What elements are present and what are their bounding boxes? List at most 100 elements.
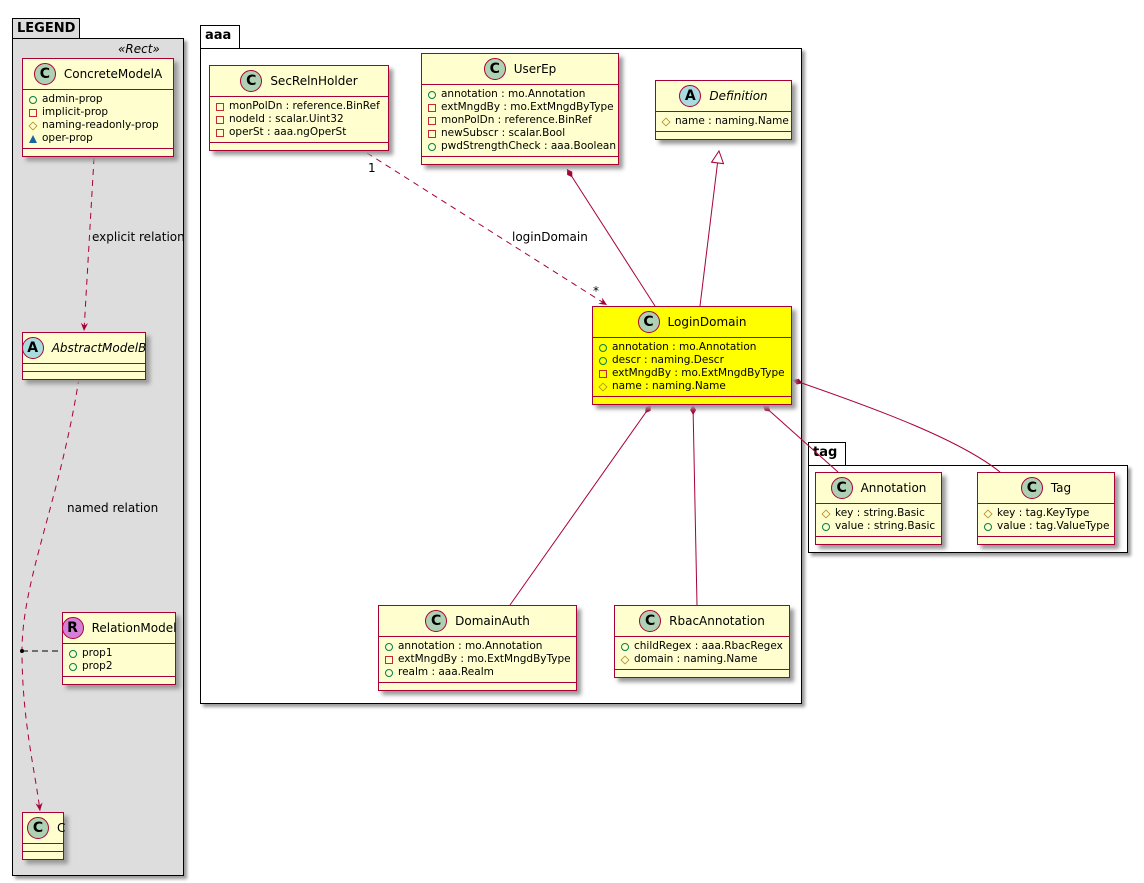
class-methods (63, 677, 175, 684)
class-methods (656, 132, 791, 139)
public-icon (385, 668, 393, 677)
attribute-text: name : naming.Name (675, 115, 789, 127)
class-kind-icon: C (639, 610, 662, 632)
public-icon (69, 662, 77, 671)
attribute-text: value : tag.ValueType (997, 520, 1110, 532)
attribute-text: annotation : mo.Annotation (398, 640, 543, 652)
attribute-text: value : string.Basic (835, 520, 936, 532)
class-attribute: domain : naming.Name (620, 653, 783, 666)
legend-package (12, 38, 184, 876)
public-icon (385, 642, 393, 651)
attribute-text: extMngdBy : mo.ExtMngdByType (441, 101, 614, 113)
attribute-text: prop1 (82, 647, 113, 659)
class-attribute: extMngdBy : mo.ExtMngdByType (428, 101, 614, 114)
aaa-package-tab: aaa (200, 25, 240, 49)
class-attribute: descr : naming.Descr (599, 354, 785, 367)
public-icon (621, 642, 629, 651)
attribute-text: childRegex : aaa.RbacRegex (634, 640, 783, 652)
class-definition[interactable]: A Definition name : naming.Name (655, 80, 792, 140)
tag-package-tab: tag (808, 442, 846, 466)
class-name: ConcreteModelA (63, 67, 163, 81)
class-methods (23, 149, 173, 156)
class-attribute: value : string.Basic (822, 520, 935, 533)
class-kind-icon: R (61, 617, 84, 639)
class-name: Annotation (860, 481, 927, 495)
package-icon (29, 134, 37, 143)
class-name: AbstractModelB (51, 341, 147, 355)
class-kind-icon: C (240, 70, 263, 92)
class-kind-icon: C (33, 63, 56, 85)
class-name: Definition (709, 89, 768, 103)
class-attribute: value : tag.ValueType (984, 520, 1110, 533)
attribute-text: nodeId : scalar.Uint32 (229, 113, 344, 125)
class-name: UserEp (513, 62, 557, 76)
private-icon (428, 116, 436, 125)
class-attribute: admin-prop (29, 93, 167, 106)
private-icon (216, 128, 224, 137)
class-name: RelationModel (91, 621, 177, 635)
attribute-text: annotation : mo.Annotation (441, 88, 586, 100)
class-attribute: extMngdBy : mo.ExtMngdByType (385, 653, 571, 666)
protected-icon (598, 381, 608, 392)
public-icon (984, 522, 992, 531)
class-attribute: naming-readonly-prop (28, 119, 167, 132)
public-icon (428, 142, 436, 151)
protected-icon (620, 654, 630, 665)
attribute-text: admin-prop (42, 93, 103, 105)
protected-icon (821, 508, 831, 519)
public-icon (822, 522, 830, 531)
class-methods (615, 670, 789, 677)
class-header: C ConcreteModelA (23, 59, 173, 90)
legend-package-tab: LEGEND (12, 18, 80, 39)
class-methods (379, 683, 576, 690)
private-icon (216, 102, 224, 111)
attribute-text: operSt : aaa.ngOperSt (229, 126, 347, 138)
class-attributes: name : naming.Name (656, 112, 791, 132)
attribute-text: extMngdBy : mo.ExtMngdByType (612, 367, 785, 379)
class-attribute: newSubscr : scalar.Bool (428, 127, 612, 140)
attribute-text: pwdStrengthCheck : aaa.Boolean (441, 140, 617, 152)
class-attributes (23, 844, 63, 852)
class-attribute: name : naming.Name (661, 115, 789, 128)
attribute-text: implicit-prop (42, 106, 109, 118)
multiplicity-one: 1 (368, 161, 376, 175)
class-header: C UserEp (422, 54, 618, 85)
class-methods (978, 537, 1114, 544)
private-icon (428, 129, 436, 138)
class-methods (23, 852, 63, 859)
public-icon (69, 649, 77, 658)
public-icon (428, 90, 436, 99)
class-kind-icon: C (483, 58, 506, 80)
class-methods (422, 157, 618, 164)
class-kind-icon: C (637, 311, 660, 333)
attribute-text: key : tag.KeyType (997, 507, 1090, 519)
class-kind-icon: A (679, 85, 702, 107)
class-attribute: implicit-prop (29, 106, 167, 119)
private-icon (29, 108, 37, 117)
multiplicity-many: * (593, 284, 599, 298)
class-attribute: prop2 (69, 660, 169, 673)
named-relation-label: named relation (67, 501, 159, 515)
class-attribute: childRegex : aaa.RbacRegex (621, 640, 783, 653)
attribute-text: monPolDn : reference.BinRef (441, 114, 592, 126)
class-methods (23, 372, 145, 379)
